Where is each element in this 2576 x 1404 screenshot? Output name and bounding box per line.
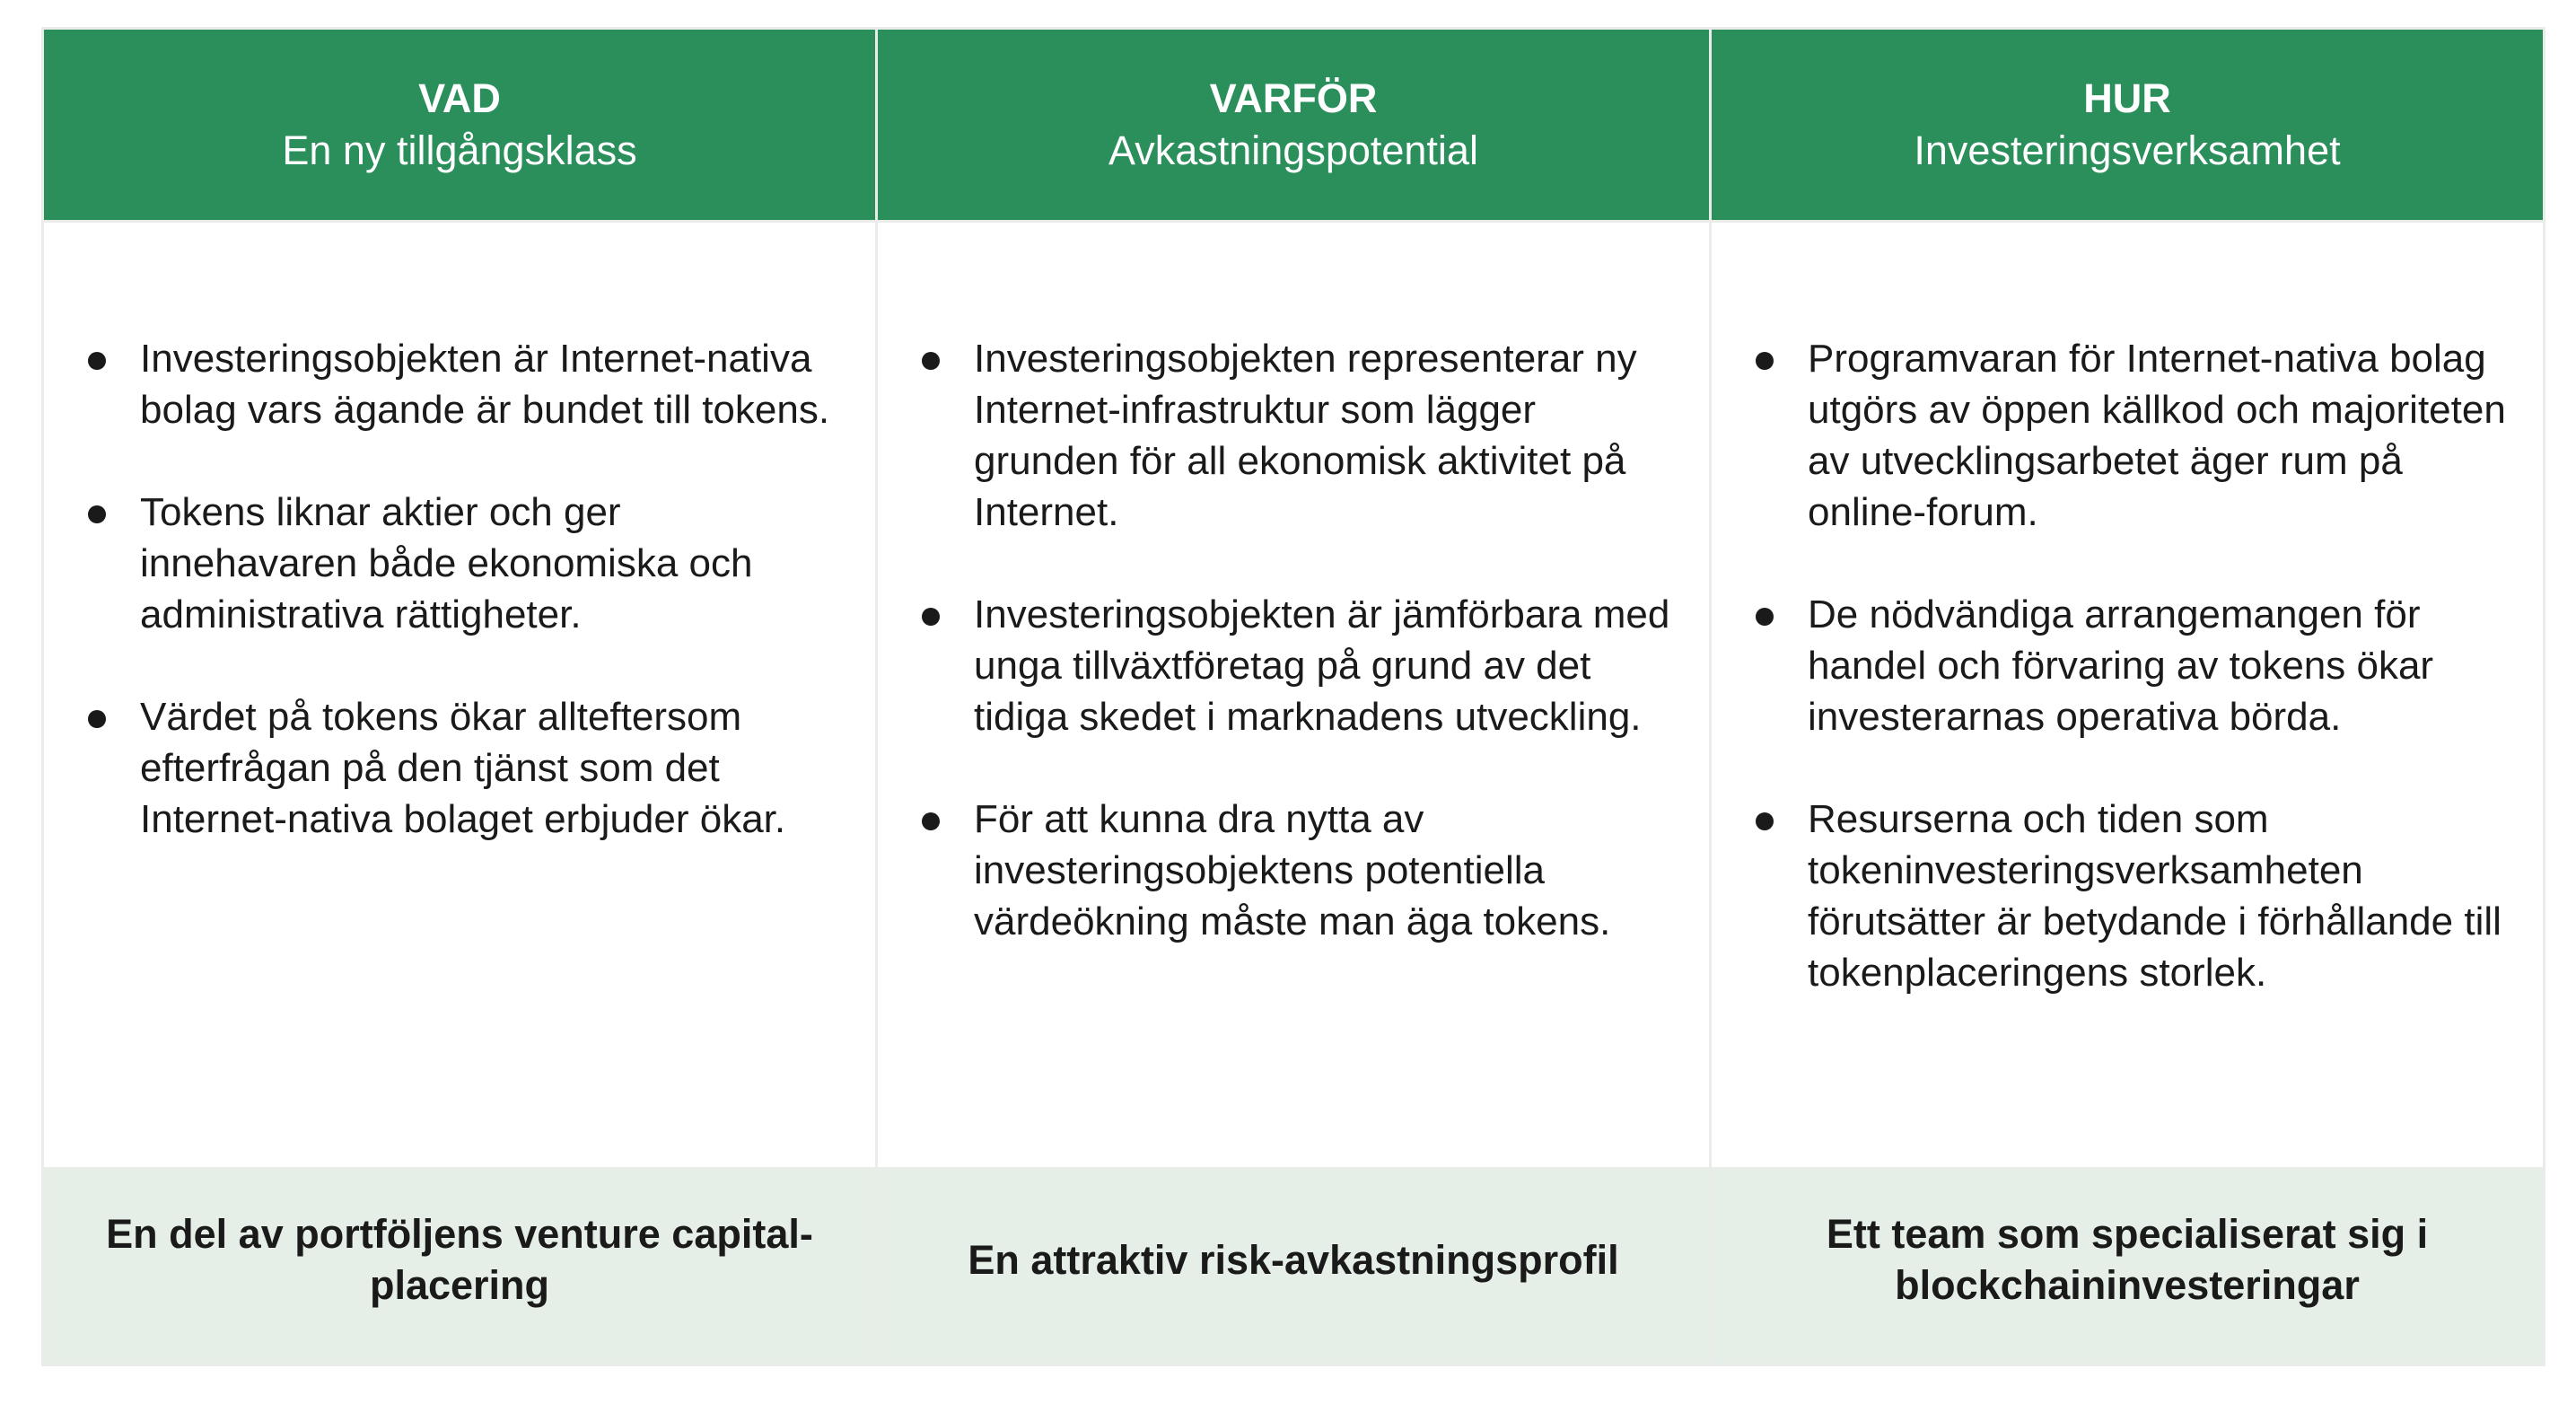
bullet-text: Investeringsobjekten är jämförbara med u… bbox=[974, 592, 1670, 739]
header-cell-hur: HUR Investeringsverksamhet bbox=[1712, 30, 2543, 220]
column-title: VARFÖR bbox=[1209, 75, 1378, 121]
bullet-dot-icon bbox=[922, 352, 940, 370]
bullet-list: Investeringsobjekten är Internet-nativa … bbox=[88, 333, 848, 845]
bullet-text: De nödvändiga arrangemangen för handel o… bbox=[1808, 592, 2434, 739]
bullet-dot-icon bbox=[88, 505, 106, 523]
footer-cell-hur: Ett team som specialiserat sig i blockch… bbox=[1712, 1170, 2543, 1364]
list-item: Tokens liknar aktier och ger innehavaren… bbox=[88, 487, 848, 640]
header-cell-vad: VAD En ny tillgångsklass bbox=[44, 30, 875, 220]
bullet-dot-icon bbox=[88, 710, 106, 728]
bullet-text: För att kunna dra nytta av investeringso… bbox=[974, 797, 1611, 943]
bullet-dot-icon bbox=[922, 812, 940, 830]
body-cell-varfor: Investeringsobjekten representerar ny In… bbox=[878, 223, 1709, 1167]
footer-text: En del av portföljens venture capital-pl… bbox=[106, 1211, 813, 1308]
bullet-dot-icon bbox=[1756, 608, 1774, 626]
column-subtitle: En ny tillgångsklass bbox=[282, 127, 637, 173]
bullet-text: Investeringsobjekten är Internet-nativa … bbox=[140, 337, 830, 432]
body-cell-vad: Investeringsobjekten är Internet-nativa … bbox=[44, 223, 875, 1167]
bullet-text: Investeringsobjekten representerar ny In… bbox=[974, 337, 1637, 534]
list-item: Resurserna och tiden som tokeninvesterin… bbox=[1756, 794, 2516, 998]
list-item: För att kunna dra nytta av investeringso… bbox=[922, 794, 1682, 947]
comparison-table: VAD En ny tillgångsklass VARFÖR Avkastni… bbox=[41, 27, 2545, 1366]
bullet-dot-icon bbox=[1756, 352, 1774, 370]
footer-cell-varfor: En attraktiv risk-avkastningsprofil bbox=[878, 1170, 1709, 1364]
column-title: HUR bbox=[2083, 75, 2171, 121]
header-cell-varfor: VARFÖR Avkastningspotential bbox=[878, 30, 1709, 220]
bullet-dot-icon bbox=[922, 608, 940, 626]
footer-text: En attraktiv risk-avkastningsprofil bbox=[968, 1236, 1619, 1283]
bullet-text: Resurserna och tiden som tokeninvesterin… bbox=[1808, 797, 2502, 995]
body-cell-hur: Programvaran för Internet-nativa bolag u… bbox=[1712, 223, 2543, 1167]
bullet-list: Programvaran för Internet-nativa bolag u… bbox=[1756, 333, 2516, 998]
column-title: VAD bbox=[418, 75, 501, 121]
list-item: Investeringsobjekten representerar ny In… bbox=[922, 333, 1682, 538]
list-item: Investeringsobjekten är Internet-nativa … bbox=[88, 333, 848, 435]
list-item: De nödvändiga arrangemangen för handel o… bbox=[1756, 589, 2516, 742]
footer-cell-vad: En del av portföljens venture capital-pl… bbox=[44, 1170, 875, 1364]
bullet-dot-icon bbox=[88, 352, 106, 370]
list-item: Programvaran för Internet-nativa bolag u… bbox=[1756, 333, 2516, 538]
bullet-list: Investeringsobjekten representerar ny In… bbox=[922, 333, 1682, 947]
list-item: Investeringsobjekten är jämförbara med u… bbox=[922, 589, 1682, 742]
column-subtitle: Investeringsverksamhet bbox=[1914, 127, 2341, 173]
footer-text: Ett team som specialiserat sig i blockch… bbox=[1826, 1211, 2429, 1308]
bullet-dot-icon bbox=[1756, 812, 1774, 830]
bullet-text: Värdet på tokens ökar allteftersom efter… bbox=[140, 695, 786, 841]
column-subtitle: Avkastningspotential bbox=[1108, 127, 1478, 173]
list-item: Värdet på tokens ökar allteftersom efter… bbox=[88, 691, 848, 845]
bullet-text: Programvaran för Internet-nativa bolag u… bbox=[1808, 337, 2506, 534]
bullet-text: Tokens liknar aktier och ger innehavaren… bbox=[140, 490, 753, 636]
